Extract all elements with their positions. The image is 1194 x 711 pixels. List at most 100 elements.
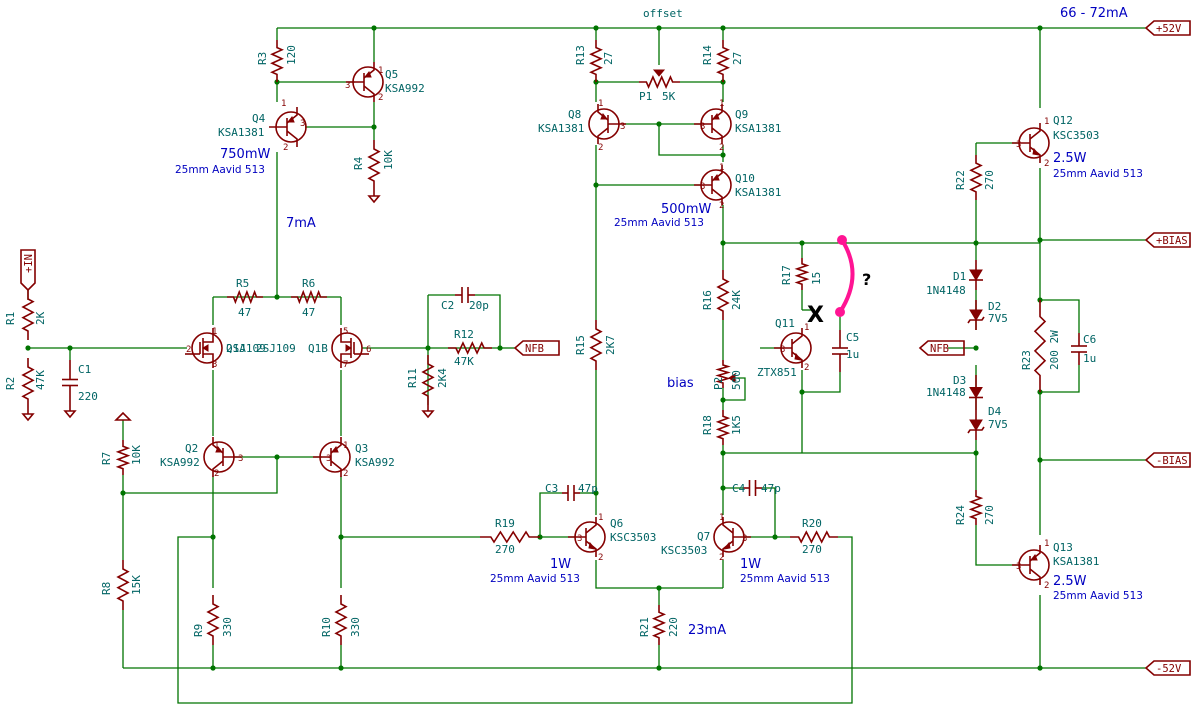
resistor-r22 [969,155,983,200]
flag-text: NFB [930,343,949,355]
potentiometer-wiper [652,69,666,77]
wire [123,457,278,494]
value-r4: 10K [382,150,395,170]
ref-r5: R5 [236,277,249,290]
value-q12: KSC3503 [1053,129,1099,142]
ref-r24: R24 [954,505,967,525]
resistor-r6 [291,289,327,305]
value-q9: KSA1381 [735,122,781,135]
pin-number: 1 [1044,117,1049,127]
note-supply-current: 66 - 72mA [1060,6,1128,21]
flag-text: NFB [525,343,544,355]
pin-number: 3 [780,345,785,355]
edit-question-mark: ? [862,270,871,289]
note-q4-heatsink: 25mm Aavid 513 [175,164,265,176]
note-q10-power: 500mW [661,202,711,217]
resistor-r8 [116,560,130,610]
potentiometer-wiper [728,373,736,383]
net-label-input: +IN [20,249,36,292]
ref-r3: R3 [256,52,269,65]
note-tail-current: 23mA [688,623,726,638]
ref-p2: P2 [712,377,725,390]
ref-d2: D2 [988,300,1001,313]
ground-symbol [367,190,381,204]
pin-number: 2 [186,345,191,355]
transistor-q13 [1012,545,1050,585]
value-r1: 2K [34,311,47,325]
ref-r4: R4 [352,156,365,170]
resistor-r13 [589,40,603,82]
pin-number: 3 [238,454,243,464]
junction-dot [720,25,726,31]
value-r5: 47 [238,306,251,319]
value-d1: 1N4148 [926,284,966,297]
ref-q4: Q4 [252,112,266,125]
wire [539,492,562,537]
value-q1a: 2SJ109 [226,342,266,355]
transistor-q3 [313,437,351,477]
note-q4-power: 750mW [220,147,270,162]
ref-r11: R11 [406,368,419,388]
ref-r1: R1 [4,312,17,325]
flag-text: +IN [23,254,35,273]
pin-number: 2 [378,93,383,103]
resistor-r20 [790,530,838,544]
transistor-q12 [1012,123,1050,163]
flag-text: +52V [1156,23,1182,35]
value-c1: 220 [78,390,98,403]
value-r20: 270 [802,543,822,556]
jfet-q1a [185,328,223,368]
value-r23: 200 2W [1048,330,1061,370]
value-q11: ZTX851 [757,366,797,379]
junction-dot [656,25,662,31]
pin-number: 3 [300,119,305,129]
note-q10-heatsink: 25mm Aavid 513 [614,217,704,229]
note-offset: offset [643,7,683,20]
value-r21: 220 [667,617,680,637]
capacitor-c1 [62,360,78,405]
value-r19: 270 [495,543,515,556]
resistor-r19 [480,530,540,544]
pin-number: 3 [212,360,217,370]
diode-d4 [967,410,985,440]
net-label-neg-bias: -BIAS [1144,452,1191,468]
value-d4: 7V5 [988,418,1008,431]
wire [722,377,746,401]
pin-number: 3 [700,182,705,192]
value-r2: 47K [34,370,47,390]
ref-d4: D4 [988,405,1002,418]
pin-number: 2 [598,143,603,153]
wire [762,487,776,537]
value-c4: 47p [761,482,781,495]
ground-symbol [421,405,435,419]
ref-r15: R15 [574,335,587,355]
junction-dot [973,345,979,351]
value-p2: 500 [730,370,743,390]
resistor-r10 [334,595,348,645]
value-q10: KSA1381 [735,186,781,199]
value-q5: KSA992 [385,82,425,95]
resistor-r16 [716,270,730,320]
value-d2: 7V5 [988,312,1008,325]
resistor-r5 [227,289,263,305]
resistor-r2 [21,358,35,408]
ref-r10: R10 [320,617,333,637]
value-r24: 270 [983,505,996,525]
ref-q9: Q9 [735,108,748,121]
pin-number: 3 [700,122,705,132]
value-c2: 20p [469,299,489,312]
ref-r9: R9 [192,624,205,637]
pin-number: 7 [343,360,348,370]
pin-number: 2 [283,143,288,153]
value-r16: 24K [730,290,743,310]
ref-q12: Q12 [1053,114,1073,127]
ref-c4: C4 [732,482,746,495]
value-r12: 47K [454,355,474,368]
potentiometer-p2 [715,360,731,388]
ref-q5: Q5 [385,68,398,81]
value-d3: 1N4148 [926,386,966,399]
note-q6-heatsink: 25mm Aavid 513 [490,573,580,585]
value-2sj109: 2SJ109 [256,342,296,355]
ref-r6: R6 [302,277,315,290]
ref-r20: R20 [802,517,822,530]
